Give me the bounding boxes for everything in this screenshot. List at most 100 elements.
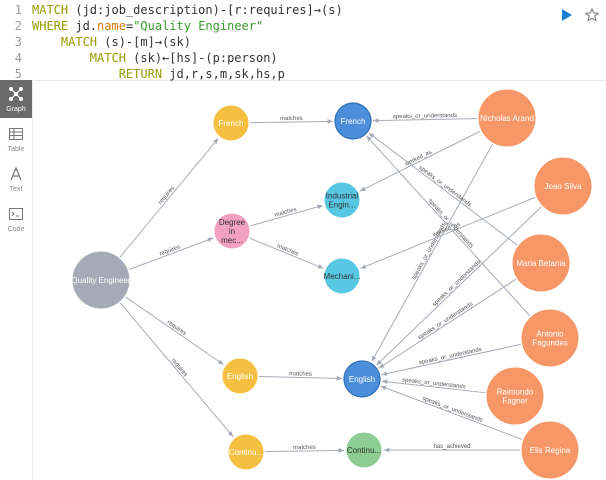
node-circle[interactable] <box>334 102 372 140</box>
code-token: jd. <box>75 19 98 33</box>
node-label: English <box>349 375 375 384</box>
node-circle[interactable] <box>485 366 545 426</box>
node-circle[interactable] <box>511 233 571 293</box>
relationship-edge[interactable] <box>381 379 486 394</box>
node-circle[interactable] <box>212 104 250 142</box>
relationship-edge[interactable] <box>368 132 518 246</box>
relationship-label: requires <box>158 185 176 206</box>
code-line[interactable]: WHERE jd.name="Quality Engineer" <box>32 18 263 34</box>
node-circle[interactable] <box>323 257 361 295</box>
node-circle[interactable] <box>533 156 593 216</box>
node-circle[interactable] <box>520 420 580 480</box>
relationship-edge[interactable] <box>128 237 214 270</box>
view-tab-label: Text <box>9 186 23 193</box>
graph-node-qe[interactable]: Quality Engineer <box>71 250 131 310</box>
graph-icon <box>9 87 23 101</box>
code-line[interactable]: MATCH (s)-[m]→(sk) <box>32 34 191 50</box>
relationship-label: matches <box>274 207 297 219</box>
node-circle[interactable] <box>221 357 259 395</box>
code-line[interactable]: MATCH (sk)←[hs]-(p:person) <box>32 50 278 66</box>
graph-node-mechani[interactable]: Mechani... <box>323 257 361 295</box>
node-circle[interactable] <box>477 88 537 148</box>
relationship-edge[interactable] <box>249 237 324 269</box>
graph-node-contin[interactable]: Continu... <box>345 431 383 469</box>
graph-node-french_req[interactable]: French <box>212 104 250 142</box>
node-circle[interactable] <box>71 250 131 310</box>
graph-node-maria[interactable]: Maria Betania <box>511 233 571 293</box>
graph-node-elis[interactable]: Elis Regina <box>520 420 580 480</box>
node-label: Raimondo <box>497 388 534 397</box>
query-editor[interactable]: 1 2 3 4 5 MATCH (jd:job_description)-[r:… <box>0 0 606 81</box>
relationship-edge[interactable] <box>264 448 345 453</box>
code-token: MATCH <box>32 35 105 49</box>
view-tab-code[interactable]: Code <box>0 200 32 238</box>
relationship-edge[interactable] <box>366 135 531 317</box>
relationship-edge[interactable] <box>371 143 493 362</box>
relationship-edge[interactable] <box>258 375 343 381</box>
graph-node-degree[interactable]: Degreeinmec... <box>213 212 251 250</box>
relationship-edge[interactable] <box>380 385 523 440</box>
code-token: = <box>125 19 134 33</box>
relationship-label: has_achieved <box>433 444 470 450</box>
node-label: Joao Silva <box>545 182 582 191</box>
relationship-label: requires <box>170 358 189 378</box>
graph-node-industrial[interactable]: IndustrialEngin... <box>323 181 361 219</box>
node-label: in <box>229 227 235 236</box>
table-icon <box>9 128 23 140</box>
relationship-edge[interactable] <box>250 204 323 227</box>
relationship-edge[interactable] <box>360 196 536 269</box>
relationship-label: matches <box>289 371 312 378</box>
node-label: Engin... <box>328 201 355 210</box>
code-token: MATCH <box>32 51 134 65</box>
view-tab-text[interactable]: Text <box>0 160 32 198</box>
relationship-edge[interactable] <box>376 206 542 366</box>
code-line[interactable]: MATCH (jd:job_description)-[r:requires]→… <box>32 2 343 18</box>
node-circle[interactable] <box>323 181 361 219</box>
code-token: (s)-[m]→(sk) <box>104 35 191 49</box>
graph-node-english[interactable]: English <box>343 360 381 398</box>
graph-node-french[interactable]: French <box>334 102 372 140</box>
view-sidebar: Graph Table Text Code <box>0 80 33 480</box>
node-circle[interactable] <box>227 433 265 471</box>
relationship-edge[interactable] <box>381 343 521 376</box>
node-label: mec... <box>221 236 243 245</box>
relationship-label: worked_as <box>403 149 433 168</box>
node-label: Mechani... <box>324 272 361 281</box>
graph-node-joao[interactable]: Joao Silva <box>533 156 593 216</box>
relationship-label: matches <box>293 445 316 451</box>
run-query-button[interactable] <box>559 8 573 22</box>
graph-node-nicholas[interactable]: Nicholas Arand <box>477 88 537 148</box>
line-number: 4 <box>14 51 22 65</box>
node-circle[interactable] <box>345 431 383 469</box>
line-number: 1 <box>14 3 22 17</box>
view-tab-graph[interactable]: Graph <box>0 80 32 118</box>
relationship-edge[interactable] <box>119 138 219 258</box>
line-number: 5 <box>14 67 22 81</box>
code-line[interactable]: RETURN jd,r,s,m,sk,hs,p <box>32 66 285 82</box>
node-circle[interactable] <box>213 212 251 250</box>
node-circle[interactable] <box>343 360 381 398</box>
view-tab-table[interactable]: Table <box>0 120 32 158</box>
relationship-edge[interactable] <box>372 118 478 123</box>
graph-node-english_req[interactable]: English <box>221 357 259 395</box>
relationship-edge[interactable] <box>125 296 224 366</box>
view-tab-label: Graph <box>6 106 26 113</box>
node-circle[interactable] <box>520 308 580 368</box>
node-label: Industrial <box>326 192 359 201</box>
relationship-label: speaks_or_understands <box>402 377 466 390</box>
relationship-edge[interactable] <box>249 119 334 124</box>
relationship-edge[interactable] <box>119 302 234 438</box>
view-tab-label: Code <box>7 226 25 233</box>
graph-node-contin_req[interactable]: Continu... <box>227 433 265 471</box>
node-label: Fagundes <box>532 339 568 348</box>
node-label: Elis Regina <box>530 446 571 455</box>
relationship-edge[interactable] <box>359 130 481 192</box>
favorite-button[interactable] <box>584 7 600 22</box>
view-tab-label: Table <box>7 146 25 153</box>
relationship-edge[interactable] <box>378 278 517 369</box>
relationship-label: speaks_or_understands <box>393 113 457 120</box>
graph-canvas[interactable]: requiresrequiresrequiresrequiresmatchesm… <box>33 81 606 480</box>
relationship-label: speaks_or_understands <box>432 259 482 308</box>
